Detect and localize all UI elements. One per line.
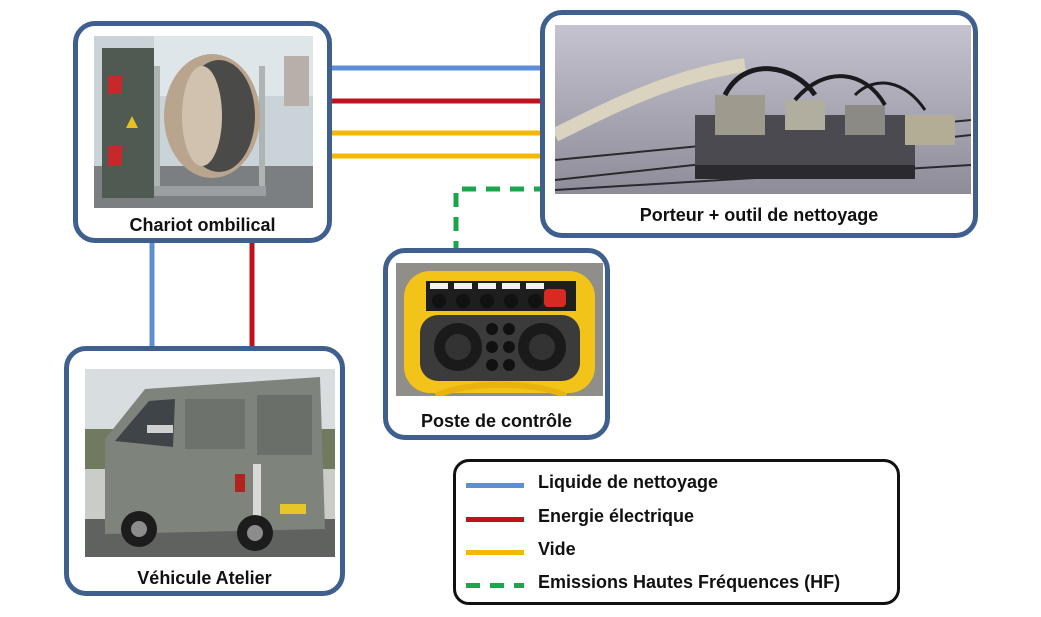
legend-item-vacuum: Vide bbox=[456, 539, 896, 563]
chariot-ombilical-label: Chariot ombilical bbox=[129, 215, 276, 235]
legend-item-electric: Energie électrique bbox=[456, 506, 896, 530]
porteur-label: Porteur + outil de nettoyage bbox=[639, 205, 879, 225]
legend-item-hf: Emissions Hautes Fréquences (HF) bbox=[456, 572, 896, 596]
vehicule-atelier-label: Véhicule Atelier bbox=[137, 568, 272, 588]
legend-box: Liquide de nettoyage Energie électrique … bbox=[453, 459, 900, 605]
legend-item-cleaning-liquid: Liquide de nettoyage bbox=[456, 472, 896, 496]
poste-controle-photo bbox=[396, 263, 603, 396]
legend-label-cleaning-liquid: Liquide de nettoyage bbox=[538, 472, 719, 492]
poste-controle-box: Poste de contrôle bbox=[383, 248, 610, 440]
poste-controle-label: Poste de contrôle bbox=[420, 411, 573, 431]
legend-swatch-hf bbox=[466, 583, 524, 588]
vehicule-atelier-box: Véhicule Atelier bbox=[64, 346, 345, 596]
porteur-box: Porteur + outil de nettoyage bbox=[540, 10, 978, 238]
legend-label-vacuum: Vide bbox=[538, 539, 576, 559]
legend-swatch-electric bbox=[466, 517, 524, 522]
legend-label-hf: Emissions Hautes Fréquences (HF) bbox=[538, 572, 841, 592]
chariot-ombilical-box: Chariot ombilical bbox=[73, 21, 332, 243]
porteur-photo bbox=[555, 25, 971, 194]
legend-swatch-vacuum bbox=[466, 550, 524, 555]
hf-emission-line bbox=[453, 186, 545, 255]
chariot-ombilical-photo bbox=[94, 36, 313, 208]
legend-swatch-cleaning-liquid bbox=[466, 483, 524, 488]
legend-label-electric: Energie électrique bbox=[538, 506, 695, 526]
vehicule-atelier-photo bbox=[85, 369, 335, 557]
